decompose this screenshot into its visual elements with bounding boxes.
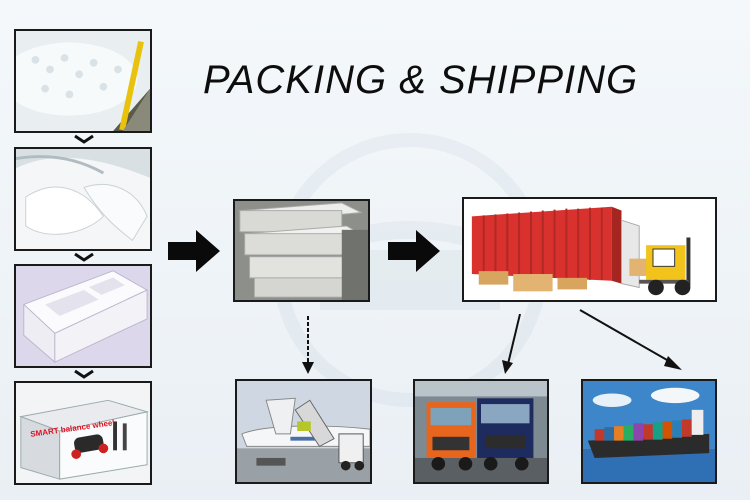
down-arrow-icon	[302, 316, 314, 374]
photo-stacked-cartons	[233, 199, 370, 302]
page-title: PACKING & SHIPPING	[203, 58, 639, 102]
right-arrow-icon	[168, 230, 220, 272]
photo-product-box	[14, 381, 152, 485]
photo-foam-sheets	[14, 147, 152, 251]
chevron-down-icon	[74, 134, 94, 144]
down-arrow-icon	[502, 314, 521, 374]
photo-foam-tray	[14, 264, 152, 368]
chevron-down-icon	[74, 252, 94, 262]
down-arrow-icon	[579, 309, 682, 370]
right-arrow-icon	[388, 230, 440, 272]
photo-air-freight	[235, 379, 372, 484]
photo-bubble-wrap	[14, 29, 152, 133]
photo-container-ship	[581, 379, 717, 484]
chevron-down-icon	[74, 369, 94, 379]
photo-container-forklift	[462, 197, 717, 302]
photo-trucks	[413, 379, 549, 484]
